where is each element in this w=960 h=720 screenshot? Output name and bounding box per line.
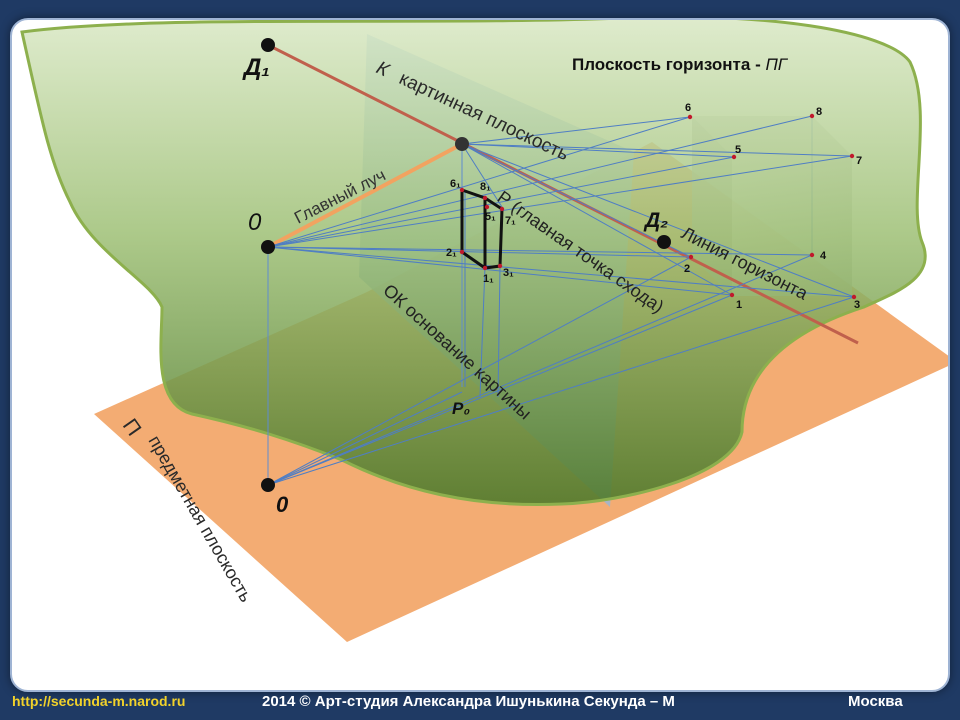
cube-label-3: 3: [854, 299, 860, 311]
label-2-1: 2₁: [446, 247, 457, 259]
cube-label-2: 2: [684, 263, 690, 275]
cube-points: [687, 113, 857, 300]
label-7-1: 7₁: [505, 215, 516, 227]
label-3-1: 3₁: [503, 267, 514, 279]
cube-label-4: 4: [820, 250, 827, 262]
point-p: [455, 137, 469, 151]
footer-credit: 2014 © Арт-студия Александра Ишунькина С…: [262, 693, 675, 710]
point-d1: [261, 38, 275, 52]
label-d1: Д₁: [242, 54, 270, 81]
main-ray: [267, 142, 463, 249]
projected-points: [459, 187, 505, 271]
label-d2: Д₂: [643, 209, 668, 232]
label-5-1: 5₁: [485, 211, 496, 223]
cube-label-8: 8: [816, 106, 822, 118]
cube-label-1: 1: [736, 299, 742, 311]
label-8-1: 8₁: [480, 181, 491, 193]
cube-label-6: 6: [685, 102, 691, 114]
point-observer: [261, 240, 275, 254]
label-ground-o: 0: [276, 492, 289, 517]
horizon-plane: [20, 20, 927, 506]
label-1-1: 1₁: [483, 273, 494, 285]
label-observer: 0: [248, 209, 262, 236]
projection-rays: [267, 115, 855, 486]
point-ground-o: [261, 478, 275, 492]
footer-url[interactable]: http://secunda-m.narod.ru: [12, 693, 186, 709]
cube-label-5: 5: [735, 144, 741, 156]
footer-city: Москва: [848, 693, 903, 710]
cube-label-7: 7: [856, 155, 862, 167]
label-p0: Р₀: [452, 399, 470, 418]
label-6-1: 6₁: [450, 178, 461, 190]
point-d2: [657, 235, 671, 249]
horizon-plane-title: Плоскость горизонта - ПГ: [572, 55, 789, 74]
